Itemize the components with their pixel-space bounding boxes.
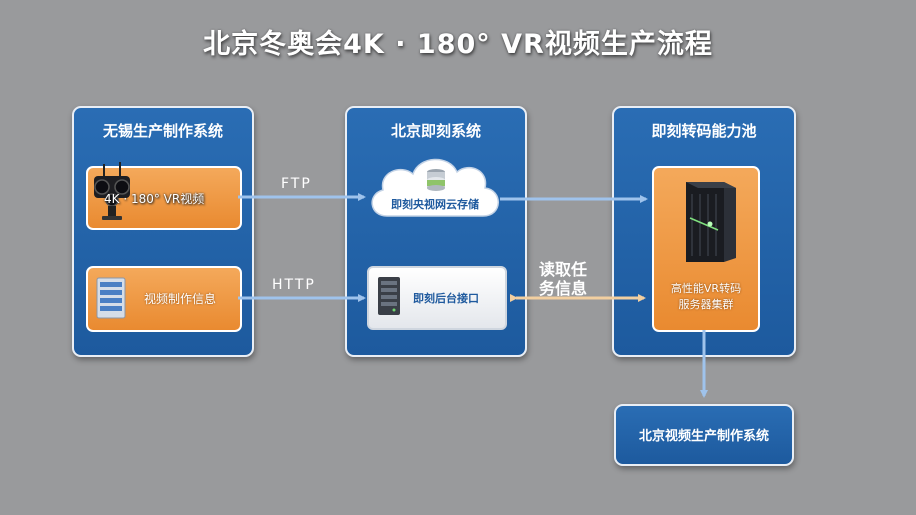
video-info-box: 视频制作信息 <box>86 266 242 332</box>
panel-title: 北京视频生产制作系统 <box>638 429 769 444</box>
panel-title: 北京即刻系统 <box>390 122 481 140</box>
backend-api-label: 即刻后台接口 <box>413 292 479 305</box>
task-info-label-line1: 读取任 <box>539 260 588 279</box>
backend-api-box: 即刻后台接口 <box>367 266 507 330</box>
cloud-storage-label: 即刻央视网云存储 <box>391 198 479 211</box>
cluster-label-line1: 高性能VR转码 <box>670 282 742 295</box>
server-rack-icon <box>686 182 736 262</box>
video-info-label: 视频制作信息 <box>144 292 217 306</box>
vr-video-label: 4K · 180° VR视频 <box>104 192 205 206</box>
server-icon <box>378 277 400 315</box>
panel-title: 即刻转码能力池 <box>651 122 757 140</box>
panel-beijing-jike: 北京即刻系统 即刻央视网云存储 即刻后台接口 <box>345 106 527 357</box>
panel-output-production: 北京视频生产制作系统 <box>614 404 794 466</box>
transcode-cluster-box: 高性能VR转码 服务器集群 <box>652 166 760 332</box>
task-info-label-line2: 务信息 <box>539 279 588 298</box>
server-icon <box>96 277 126 319</box>
http-label: HTTP <box>272 277 316 293</box>
panel-transcode-pool: 即刻转码能力池 高性能VR转码 服务器集群 <box>612 106 796 357</box>
cluster-label-line2: 服务器集群 <box>678 298 734 311</box>
diagram-title: 北京冬奥会4K · 180° VR视频生产流程 <box>203 29 713 60</box>
ftp-label: FTP <box>281 176 312 192</box>
cloud-storage-icon <box>371 158 499 217</box>
vr-camera-icon <box>94 162 130 220</box>
panel-title: 无锡生产制作系统 <box>102 122 223 140</box>
